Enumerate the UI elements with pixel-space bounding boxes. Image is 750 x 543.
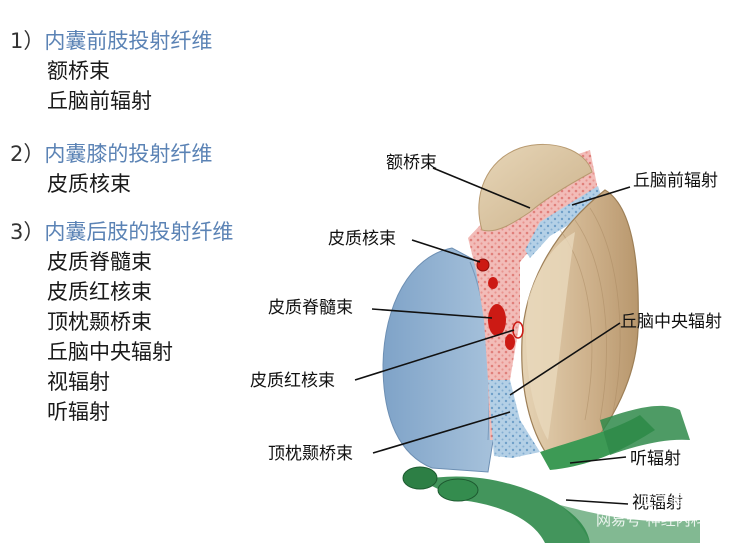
group-title: 2）内囊膝的投射纤维 (10, 142, 213, 166)
thalamus-inner (526, 232, 575, 440)
list-item: 顶枕颞桥束 (47, 310, 152, 334)
list-item: 听辐射 (47, 400, 110, 424)
watermark-line2: 网易号 神经内科 (596, 511, 706, 529)
list-item: 皮质脊髓束 (47, 250, 152, 274)
outline-group-anterior-limb: 1）内囊前肢投射纤维 额桥束 丘脑前辐射 (10, 26, 212, 116)
label-optic: 视辐射 (632, 493, 683, 513)
list-item: 皮质核束 (47, 172, 131, 196)
lentiform-nucleus (382, 247, 499, 473)
watermark-line1: 医学笔记 (640, 491, 700, 509)
optic-tract-right (600, 405, 690, 455)
label-corticospinal: 皮质脊髓束 (268, 298, 353, 318)
group-title: 3）内囊后肢的投射纤维 (10, 220, 234, 244)
list-item: 丘脑中央辐射 (47, 340, 173, 364)
label-corticonuclear: 皮质核束 (328, 229, 396, 249)
medial-geniculate (437, 478, 479, 502)
label-frontopontine: 额桥束 (386, 153, 437, 173)
red-dot (488, 277, 498, 289)
red-dot (505, 334, 515, 350)
list-item: 皮质红核束 (47, 280, 152, 304)
list-item: 丘脑前辐射 (47, 89, 152, 113)
optic-radiation-tail (560, 505, 700, 543)
list-item: 额桥束 (47, 59, 110, 83)
anterior-thalamic-band (525, 186, 604, 258)
corticospinal-dot (488, 304, 506, 336)
list-item: 视辐射 (47, 370, 110, 394)
label-acoustic: 听辐射 (630, 449, 681, 469)
label-corticorubral: 皮质红核束 (250, 371, 335, 391)
outline-group-posterior-limb: 3）内囊后肢的投射纤维 皮质脊髓束 皮质红核束 顶枕颞桥束 丘脑中央辐射 视辐射… (10, 217, 233, 427)
posterior-limb-blue (488, 380, 540, 458)
leader-lines (354, 167, 631, 505)
caudate-nucleus (478, 144, 593, 232)
group-title: 1）内囊前肢投射纤维 (10, 29, 213, 53)
label-central-thalamic: 丘脑中央辐射 (620, 312, 722, 332)
label-anterior-thalamic: 丘脑前辐射 (633, 171, 718, 191)
outline-group-genu: 2）内囊膝的投射纤维 皮质核束 (10, 139, 212, 199)
label-parieto-occipito-temporopontine: 顶枕颞桥束 (268, 444, 353, 464)
lateral-geniculate (402, 466, 438, 490)
